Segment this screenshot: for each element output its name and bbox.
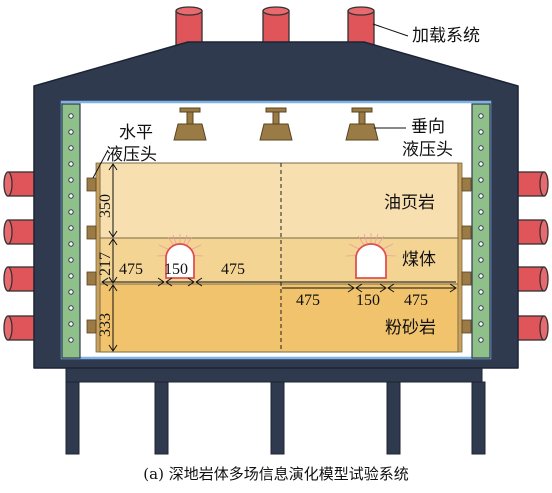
vertical-jacks xyxy=(173,107,379,141)
left-side-plate xyxy=(61,103,81,359)
top-cylinder-middle xyxy=(262,10,290,46)
left-tunnel-right-pillar: 475 xyxy=(221,261,245,278)
figure-caption: (a) 深地岩体多场信息演化模型试验系统 xyxy=(143,465,409,483)
horizontal-dimensions-row1 xyxy=(101,277,456,287)
oil-shale-thickness: 350 xyxy=(97,194,114,218)
left-tunnel-width: 150 xyxy=(164,261,188,278)
loading-system-leader xyxy=(372,23,409,37)
left-tunnel xyxy=(156,234,204,279)
coal-label: 煤体 xyxy=(402,250,436,270)
siltstone-thickness: 333 xyxy=(97,313,114,337)
horizontal-jack-label-line1: 水平 xyxy=(119,123,153,143)
top-cylinder-right xyxy=(347,10,375,46)
vertical-jack-label-line1: 垂向 xyxy=(411,117,445,137)
oil-shale-label: 油页岩 xyxy=(384,193,435,213)
horizontal-jack-leader xyxy=(92,149,109,179)
horizontal-jacks xyxy=(86,177,472,334)
siltstone-label: 粉砂岩 xyxy=(385,318,436,338)
right-side-plate xyxy=(471,103,491,359)
oil-shale-layer xyxy=(99,162,459,239)
top-loading-cylinders xyxy=(175,6,375,46)
coal-thickness: 217 xyxy=(97,252,114,276)
vertical-dimensions xyxy=(108,163,118,352)
horizontal-jack-label-line2: 液压头 xyxy=(106,145,157,165)
left-tunnel-left-pillar: 475 xyxy=(119,261,143,278)
right-tunnel xyxy=(345,233,397,279)
siltstone-layer xyxy=(99,283,459,353)
vertical-jack-label-line2: 液压头 xyxy=(402,140,453,160)
right-tunnel-left-pillar: 475 xyxy=(296,292,320,309)
right-tunnel-right-pillar: 475 xyxy=(404,292,428,309)
loading-system-label: 加载系统 xyxy=(412,26,480,46)
horizontal-dimensions-row2 xyxy=(282,283,457,293)
right-tunnel-width: 150 xyxy=(356,292,380,309)
top-cylinder-left xyxy=(175,10,203,46)
support-stand xyxy=(65,367,486,455)
